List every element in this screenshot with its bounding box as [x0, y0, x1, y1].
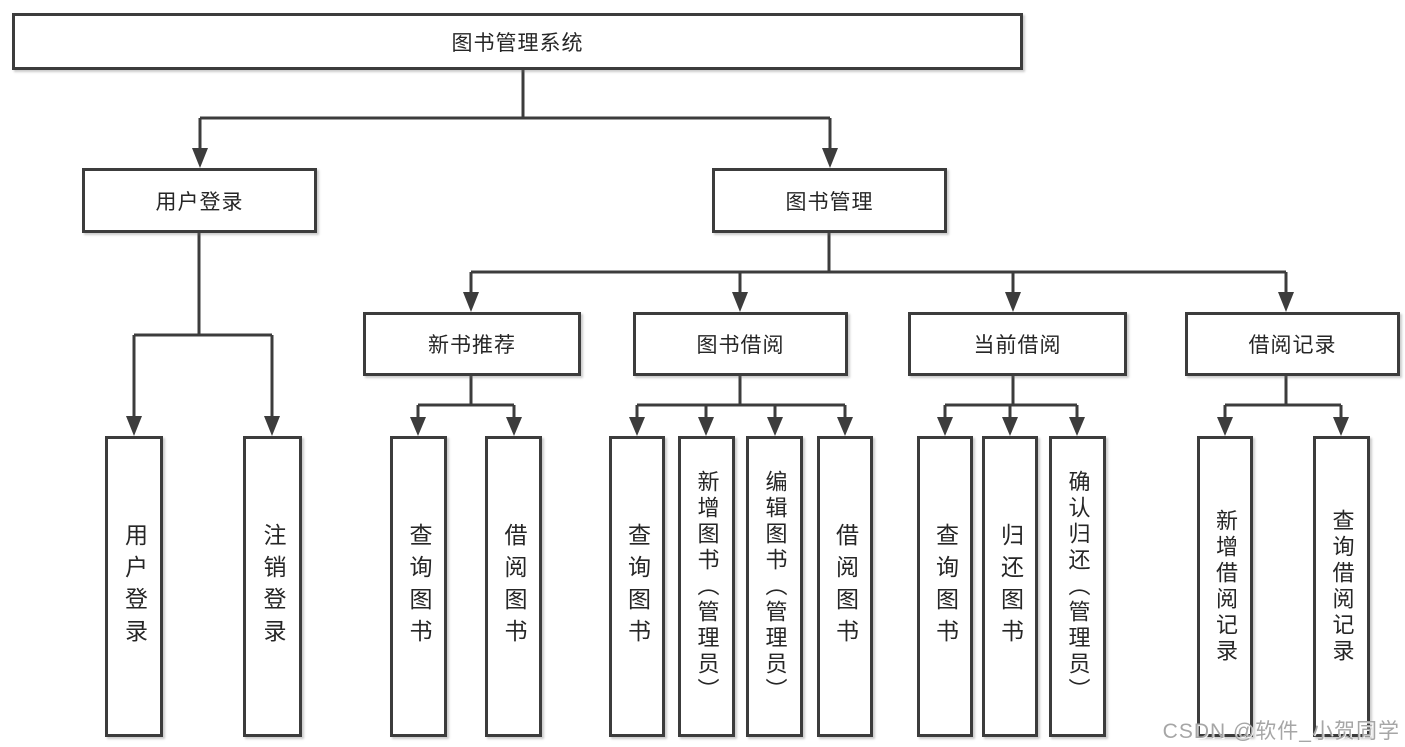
leaf-query-book-borrow-label: 查询图书	[624, 522, 651, 651]
connector-currentborrow-to-leaves	[943, 376, 1079, 422]
node-borrow-record: 借阅记录	[1185, 312, 1400, 376]
leaf-add-borrow-record: 新增借阅记录	[1197, 436, 1253, 737]
leaf-edit-book-admin: 编辑图书（管理员）	[746, 436, 803, 737]
connector-userlogin-to-leaves	[132, 233, 274, 420]
connector-newbook-to-leaves	[416, 376, 516, 422]
node-root-system: 图书管理系统	[12, 13, 1023, 70]
leaf-confirm-return-admin-label: 确认归还（管理员）	[1065, 469, 1091, 704]
arrow-heads	[126, 148, 1349, 436]
leaf-return-book-label: 归还图书	[997, 522, 1024, 651]
leaf-borrow-book: 借阅图书	[817, 436, 873, 737]
leaf-logout: 注销登录	[243, 436, 302, 737]
node-book-borrow-label: 图书借阅	[696, 334, 785, 357]
leaf-query-book-current: 查询图书	[917, 436, 973, 737]
node-book-management-label: 图书管理	[785, 190, 874, 214]
node-current-borrow-label: 当前借阅	[973, 334, 1062, 357]
node-new-book-recommend: 新书推荐	[363, 312, 581, 376]
node-book-borrow: 图书借阅	[633, 312, 848, 376]
leaf-add-book-admin-label: 新增图书（管理员）	[694, 469, 720, 704]
leaf-user-login-label: 用户登录	[121, 522, 148, 651]
node-borrow-record-label: 借阅记录	[1248, 334, 1337, 357]
connector-root-to-level2	[198, 70, 832, 152]
leaf-query-book-recommend-label: 查询图书	[406, 522, 432, 651]
leaf-query-borrow-record: 查询借阅记录	[1313, 436, 1370, 737]
csdn-watermark: CSDN @软件_小贺同学	[1162, 720, 1400, 743]
leaf-borrow-book-recommend: 借阅图书	[485, 436, 542, 737]
leaf-query-borrow-record-label: 查询借阅记录	[1329, 508, 1355, 665]
node-current-borrow: 当前借阅	[908, 312, 1127, 376]
connector-bookborrow-to-leaves	[635, 376, 847, 422]
leaf-return-book: 归还图书	[982, 436, 1038, 737]
connector-borrowrecord-to-leaves	[1223, 376, 1343, 422]
node-root-label: 图书管理系统	[451, 31, 584, 55]
leaf-edit-book-admin-label: 编辑图书（管理员）	[762, 469, 788, 704]
leaf-borrow-book-label: 借阅图书	[832, 522, 859, 651]
node-new-book-recommend-label: 新书推荐	[428, 334, 516, 357]
leaf-query-book-borrow: 查询图书	[609, 436, 665, 737]
leaf-user-login: 用户登录	[105, 436, 163, 737]
leaf-add-book-admin: 新增图书（管理员）	[678, 436, 735, 737]
connector-bookmgmt-to-level3	[469, 233, 1288, 296]
leaf-query-book-current-label: 查询图书	[932, 522, 959, 651]
leaf-add-borrow-record-label: 新增借阅记录	[1213, 508, 1238, 665]
node-book-management: 图书管理	[712, 168, 947, 233]
leaf-confirm-return-admin: 确认归还（管理员）	[1049, 436, 1106, 737]
leaf-borrow-book-recommend-label: 借阅图书	[501, 522, 527, 651]
leaf-query-book-recommend: 查询图书	[390, 436, 447, 737]
node-user-login: 用户登录	[82, 168, 317, 233]
node-user-login-label: 用户登录	[155, 190, 244, 214]
leaf-logout-label: 注销登录	[260, 522, 286, 651]
